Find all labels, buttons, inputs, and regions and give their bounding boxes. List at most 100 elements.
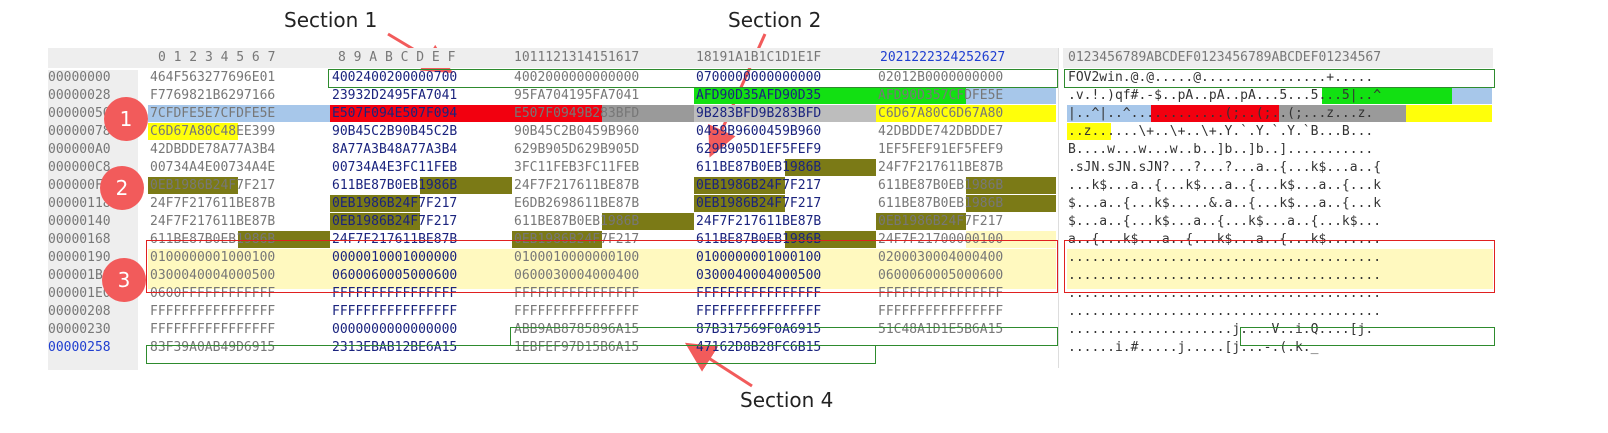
hex-cell[interactable]: 464F563277696E01 xyxy=(150,70,276,85)
hex-cell[interactable]: E507F0949B283BFD xyxy=(514,106,640,121)
hex-cell[interactable]: 3FC11FEB3FC11FEB xyxy=(514,160,640,175)
hex-cell[interactable]: 0000000000000000 xyxy=(332,322,458,337)
hex-cell[interactable]: ABB9AB8785896A15 xyxy=(514,322,640,337)
hex-cell[interactable]: 0EB1986B24F7F217 xyxy=(150,178,276,193)
hex-cell[interactable]: 0600060005000600 xyxy=(332,268,458,283)
hex-cell[interactable]: 51C48A1D1E5B6A15 xyxy=(878,322,1004,337)
hex-cell[interactable]: 611BE87B0EB1986B xyxy=(878,178,1004,193)
hex-cell[interactable]: 611BE87B0EB1986B xyxy=(878,196,1004,211)
hex-cell[interactable]: 0EB1986B24F7F217 xyxy=(878,214,1004,229)
ascii-row[interactable]: ........................................ xyxy=(1068,268,1382,283)
hex-cell[interactable]: FFFFFFFFFFFFFFFF xyxy=(150,304,276,319)
hex-cell[interactable]: C6D67A80C48EE399 xyxy=(150,124,276,139)
hex-cell[interactable]: 0EB1986B24F7F217 xyxy=(514,232,640,247)
ascii-row[interactable]: $...a..{...k$.....&.a..{...k$...a..{...k xyxy=(1068,196,1382,211)
hex-cell[interactable]: 90B45C2B90B45C2B xyxy=(332,124,458,139)
hex-cell[interactable]: 24F7F217611BE87B xyxy=(150,214,276,229)
ascii-row[interactable]: ...k$...a..{...k$...a..{...k$...a..{...k xyxy=(1068,178,1382,193)
ascii-row[interactable]: B....w...w...w..b..]b..]b..]........... xyxy=(1068,142,1374,157)
hex-cell[interactable]: 0100000001000100 xyxy=(150,250,276,265)
hex-cell[interactable]: FFFFFFFFFFFFFFFF xyxy=(878,286,1004,301)
ascii-hl-red xyxy=(1151,105,1279,122)
hex-cell[interactable]: AFD90D357CFDFE5E xyxy=(878,88,1004,103)
ascii-row[interactable]: a..{...k$...a..{...k$...a..{...k$....... xyxy=(1068,232,1382,247)
hex-cell[interactable]: 611BE87B0EB1986B xyxy=(696,160,822,175)
hex-cell[interactable]: 0700000000000000 xyxy=(696,70,822,85)
ascii-row[interactable]: .sJN.sJN.sJN?...?...?...a..{...k$...a..{ xyxy=(1068,160,1382,175)
hex-cell[interactable]: FFFFFFFFFFFFFFFF xyxy=(696,286,822,301)
hex-cell[interactable]: 629B905D629B905D xyxy=(514,142,640,157)
ascii-row[interactable]: .....................j....V..i.Q....[j. xyxy=(1068,322,1374,337)
hex-cell[interactable]: 611BE87B0EB1986B xyxy=(696,232,822,247)
hex-cell[interactable]: 0600060005000600 xyxy=(878,268,1004,283)
hex-cell[interactable]: 90B45C2B0459B960 xyxy=(514,124,640,139)
ascii-row[interactable]: ........................................ xyxy=(1068,286,1382,301)
hex-cell[interactable]: 42DBDDE742DBDDE7 xyxy=(878,124,1004,139)
hex-cell[interactable]: 00734A4E3FC11FEB xyxy=(332,160,458,175)
hex-cell[interactable]: 02012B0000000000 xyxy=(878,70,1004,85)
hex-cell[interactable]: 00734A4E00734A4E xyxy=(150,160,276,175)
hl-yellow-2 xyxy=(148,123,238,140)
ascii-hl-blue xyxy=(1452,87,1492,104)
hex-cell[interactable] xyxy=(878,339,1062,357)
hex-cell[interactable]: 629B905D1EF5FEF9 xyxy=(696,142,822,157)
hex-cell[interactable]: 1EF5FEF91EF5FEF9 xyxy=(878,142,1004,157)
hex-cell[interactable]: 8A77A3B48A77A3B4 xyxy=(332,142,458,157)
hex-cell[interactable]: 0300040004000500 xyxy=(696,268,822,283)
hex-cell[interactable]: 4002400200000700 xyxy=(332,70,458,85)
hex-cell[interactable]: 611BE87B0EB1986B xyxy=(150,232,276,247)
hex-cell[interactable]: C6D67A80C6D67A80 xyxy=(878,106,1004,121)
hex-cell[interactable]: 95FA704195FA7041 xyxy=(514,88,640,103)
hex-cell[interactable]: E507F094E507F094 xyxy=(332,106,458,121)
ascii-row[interactable]: ......i.#.....j.....[j...-.(.k._ xyxy=(1068,340,1319,355)
ascii-row[interactable]: ........................................ xyxy=(1068,250,1382,265)
ascii-row[interactable]: ........................................ xyxy=(1068,304,1382,319)
hex-cell[interactable]: F7769821B6297166 xyxy=(150,88,276,103)
hex-cell[interactable]: 42DBDDE78A77A3B4 xyxy=(150,142,276,157)
hex-cell[interactable]: FFFFFFFFFFFFFFFF xyxy=(878,304,1004,319)
hex-cell[interactable]: FFFFFFFFFFFFFFFF xyxy=(514,304,640,319)
hex-cell[interactable]: E6DB2698611BE87B xyxy=(514,196,640,211)
hex-cell[interactable]: 7CFDFE5E7CFDFE5E xyxy=(150,106,276,121)
hex-cell[interactable]: 83F39A0AB49D6915 xyxy=(150,340,276,355)
hex-cell[interactable]: AFD90D35AFD90D35 xyxy=(696,88,822,103)
hex-cell[interactable]: 0000010001000000 xyxy=(332,250,458,265)
hex-cell[interactable]: 0200030004000400 xyxy=(878,250,1004,265)
ascii-row[interactable]: ..z......\+..\+..\+.Y.`.Y.`.Y.`B...B... xyxy=(1068,124,1374,139)
hex-cell[interactable]: 0459B9600459B960 xyxy=(696,124,822,139)
hex-cell[interactable]: 0300040004000500 xyxy=(150,268,276,283)
hex-cell[interactable]: 24F7F217611BE87B xyxy=(514,178,640,193)
hl-red-2 xyxy=(512,105,602,122)
hex-cell[interactable]: 0EB1986B24F7F217 xyxy=(696,196,822,211)
hex-cell[interactable]: FFFFFFFFFFFFFFFF xyxy=(332,304,458,319)
hex-cell[interactable]: 0EB1986B24F7F217 xyxy=(332,196,458,211)
hex-cell[interactable]: 0EB1986B24F7F217 xyxy=(696,178,822,193)
ascii-row[interactable]: $...a..{...k$...a..{...k$...a..{...k$... xyxy=(1068,214,1382,229)
hex-cell[interactable]: FFFFFFFFFFFFFFFF xyxy=(332,286,458,301)
ascii-row[interactable]: .v.!.)qf#.-$..pA..pA..pA...5...5...5|..^ xyxy=(1068,88,1382,103)
hex-cell[interactable]: 2313EBAB12BE6A15 xyxy=(332,340,458,355)
hex-cell[interactable]: FFFFFFFFFFFFFFFF xyxy=(514,286,640,301)
hex-cell[interactable]: 24F7F217611BE87B xyxy=(696,214,822,229)
hex-cell[interactable]: 1EBFEF97D15B6A15 xyxy=(514,340,640,355)
hex-cell[interactable]: 87B317569F0A6915 xyxy=(696,322,822,337)
hex-cell[interactable]: FFFFFFFFFFFFFFFF xyxy=(150,322,276,337)
ascii-row[interactable]: FOV2win.@.@.....@................+..... xyxy=(1068,70,1374,85)
hex-cell[interactable]: 23932D2495FA7041 xyxy=(332,88,458,103)
hex-cell[interactable]: 4002000000000000 xyxy=(514,70,640,85)
hex-cell[interactable]: 9B283BFD9B283BFD xyxy=(696,106,822,121)
hex-cell[interactable]: 0EB1986B24F7F217 xyxy=(332,214,458,229)
hex-cell[interactable]: 0600030004000400 xyxy=(514,268,640,283)
ascii-row[interactable]: |..^|..^............(;..(;..(;...z...z. xyxy=(1068,106,1374,121)
hex-cell[interactable]: 24F7F217611BE87B xyxy=(150,196,276,211)
hex-cell[interactable]: FFFFFFFFFFFFFFFF xyxy=(696,304,822,319)
hex-cell[interactable]: 24F7F217611BE87B xyxy=(332,232,458,247)
hex-cell[interactable]: 0100000001000100 xyxy=(696,250,822,265)
hex-cell[interactable]: 0600FFFFFFFFFFFF xyxy=(150,286,276,301)
hex-cell[interactable]: 611BE87B0EB1986B xyxy=(514,214,640,229)
hex-cell[interactable]: 24F7F21700000100 xyxy=(878,232,1004,247)
hex-cell[interactable]: 24F7F217611BE87B xyxy=(878,160,1004,175)
hex-cell[interactable]: 0100010000000100 xyxy=(514,250,640,265)
hex-cell[interactable]: 47162D8B28FC6B15 xyxy=(696,340,822,355)
hex-cell[interactable]: 611BE87B0EB1986B xyxy=(332,178,458,193)
